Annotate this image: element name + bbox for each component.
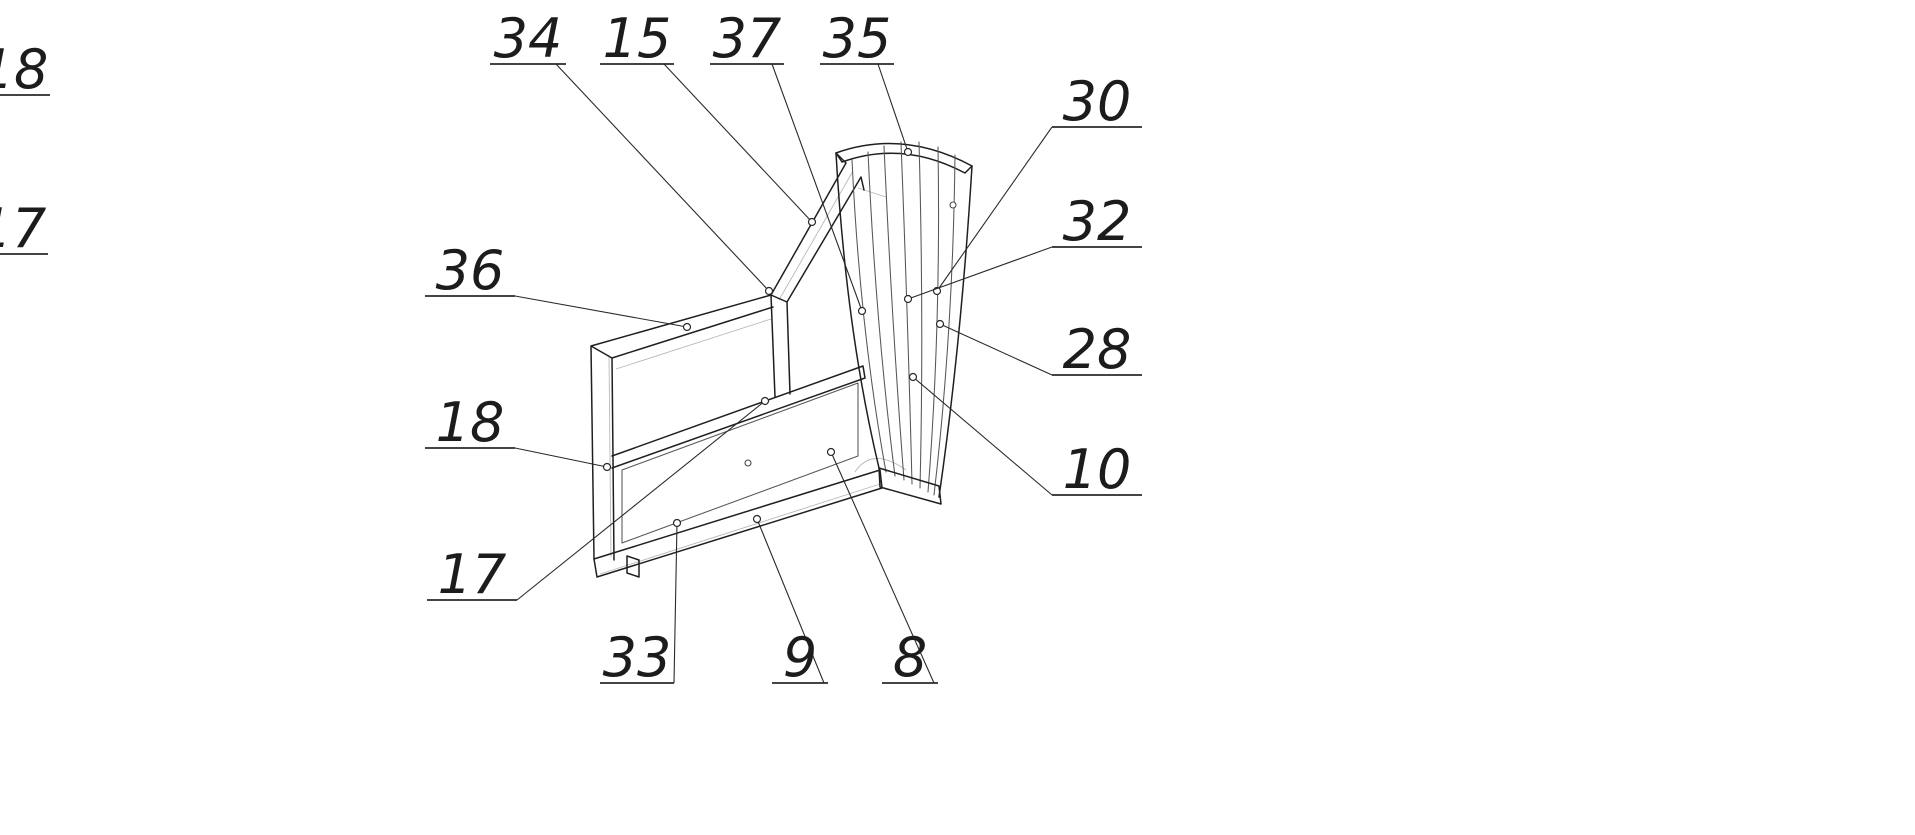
leader-target-28 <box>935 319 945 329</box>
middle-rail <box>611 365 866 469</box>
leader-line-32 <box>907 246 1053 300</box>
callout-9: 9 <box>752 514 828 689</box>
leader-target-8 <box>826 447 836 457</box>
part-label-35: 35 <box>823 7 892 70</box>
leader-line-18 <box>514 447 608 468</box>
callout-10: 10 <box>908 372 1142 501</box>
leader-line-33 <box>673 522 678 684</box>
part-label-18: 18 <box>436 391 505 454</box>
part-label-17-partial: 17 <box>0 197 46 260</box>
leader-line-17 <box>516 400 766 601</box>
callout-17-partial: 17 <box>0 197 48 260</box>
assembly-drawing <box>590 141 973 578</box>
part-label-10: 10 <box>1063 438 1132 501</box>
leader-line-9 <box>756 518 825 684</box>
bottom-left-block <box>626 555 640 578</box>
leader-line-30 <box>936 126 1053 292</box>
callout-36: 36 <box>425 239 692 332</box>
callout-18-partial: 18 <box>0 38 50 101</box>
leader-target-17 <box>760 396 770 406</box>
part-label-30: 30 <box>1063 70 1132 133</box>
leader-line-28 <box>939 323 1053 376</box>
leader-line-37 <box>771 63 863 312</box>
left-panel-frame <box>590 294 774 561</box>
recessed-panel <box>621 382 859 544</box>
leader-line-36 <box>514 295 688 328</box>
column-striations <box>851 141 956 496</box>
callout-17: 17 <box>427 396 770 606</box>
part-label-28: 28 <box>1063 318 1132 381</box>
callout-34: 34 <box>490 7 774 296</box>
part-label-8: 8 <box>893 626 927 689</box>
leader-line-10 <box>912 376 1053 496</box>
part-label-32: 32 <box>1063 190 1132 253</box>
part-label-36: 36 <box>436 239 505 302</box>
leader-line-34 <box>555 63 770 292</box>
leader-line-35 <box>877 63 909 153</box>
inner-divider <box>770 294 791 398</box>
hidden-lines <box>599 170 907 575</box>
leader-target-9 <box>752 514 762 524</box>
part-label-18-partial: 18 <box>0 38 48 101</box>
leader-target-35 <box>903 147 913 157</box>
leader-target-15 <box>807 217 817 227</box>
leader-target-36 <box>682 322 692 332</box>
part-label-9: 9 <box>783 626 817 689</box>
bottom-rail <box>593 469 883 578</box>
leader-target-37 <box>857 306 867 316</box>
callout-8: 8 <box>826 447 938 689</box>
callout-35: 35 <box>820 7 913 157</box>
leader-target-18 <box>602 462 612 472</box>
callout-33: 33 <box>600 518 682 689</box>
leader-target-34 <box>764 286 774 296</box>
part-label-33: 33 <box>603 626 672 689</box>
callout-37: 37 <box>710 7 867 316</box>
fastener-dot <box>744 459 752 467</box>
leader-target-10 <box>908 372 918 382</box>
callout-32: 32 <box>903 190 1142 304</box>
leader-line-8 <box>830 451 935 684</box>
part-label-17: 17 <box>438 543 507 606</box>
part-label-34: 34 <box>494 7 563 70</box>
callout-18: 18 <box>425 391 612 472</box>
column-top-cap <box>835 142 973 174</box>
callouts: 34 15 37 35 30 <box>0 7 1142 689</box>
leader-line-15 <box>663 63 813 223</box>
part-label-15: 15 <box>603 7 672 70</box>
fastener-dot <box>949 201 957 209</box>
leader-target-32 <box>903 294 913 304</box>
diagonal-beam <box>770 152 865 303</box>
column-base <box>878 467 942 505</box>
column-outline <box>835 152 973 498</box>
callout-28: 28 <box>935 318 1142 381</box>
callout-15: 15 <box>600 7 817 227</box>
leader-target-33 <box>672 518 682 528</box>
part-label-37: 37 <box>713 7 782 70</box>
